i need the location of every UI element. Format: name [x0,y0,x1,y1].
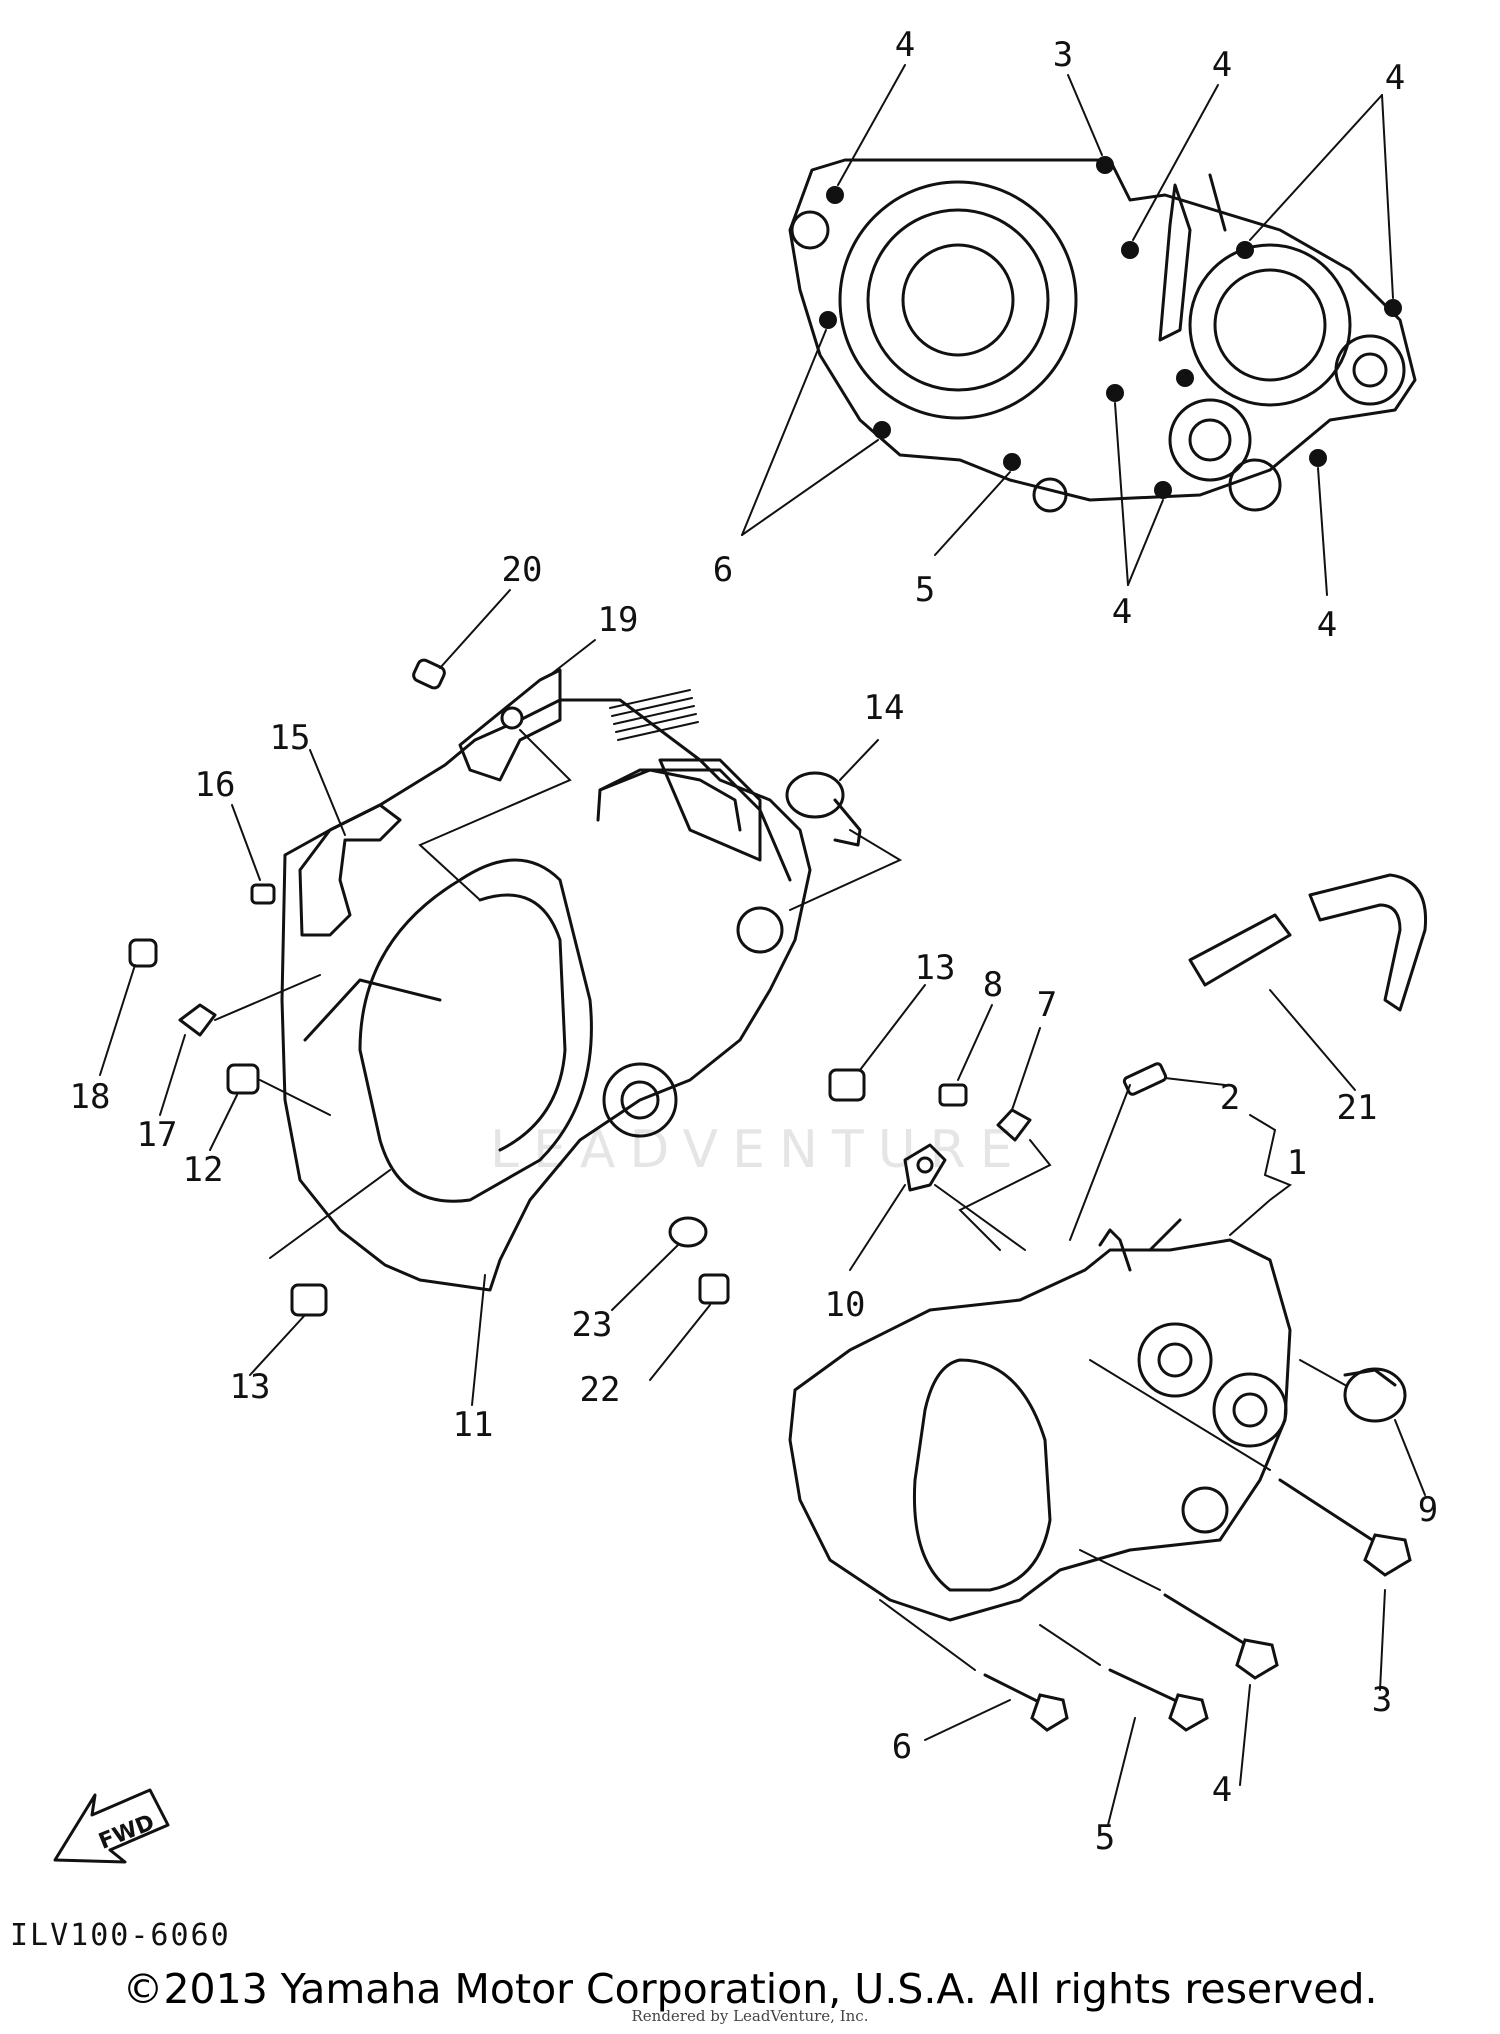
callout-18: 18 [69,1077,111,1117]
bolt-22 [649,1273,730,1381]
crankcase-inner-view [741,64,1417,596]
callout-5: 5 [1094,1818,1116,1858]
callout-4: 4 [894,25,916,65]
callout-4: 4 [1211,1770,1233,1810]
nipple-2 [1069,1062,1226,1241]
callout-20: 20 [501,550,543,590]
callout-13: 13 [914,948,956,988]
screw-8 [938,1004,993,1107]
washer-23 [611,1216,708,1311]
callout-15: 15 [269,718,311,758]
callout-4: 4 [1111,592,1133,632]
bolt-5 [1039,1624,1209,1826]
callout-7: 7 [1036,985,1058,1025]
clip-17 [159,974,321,1116]
callout-1: 1 [1286,1143,1308,1183]
callout-4: 4 [1316,605,1338,645]
callout-10: 10 [824,1285,866,1325]
bolt-3 [1089,1359,1412,1691]
callout-6: 6 [712,550,734,590]
callout-9: 9 [1417,1490,1439,1530]
bolt-4 [1079,1549,1279,1786]
callout-13: 13 [229,1367,271,1407]
gasket-15 [298,749,402,937]
callout-16: 16 [194,765,236,805]
callout-3: 3 [1371,1680,1393,1720]
leader-1 [1229,1114,1293,1236]
callout-14: 14 [863,688,905,728]
callout-5: 5 [914,570,936,610]
callout-4: 4 [1211,45,1233,85]
callout-17: 17 [136,1115,178,1155]
hose-21 [1188,873,1428,1091]
crankcase-left [280,689,812,1292]
callout-22: 22 [579,1370,621,1410]
copyright-notice: ©2013 Yamaha Motor Corporation, U.S.A. A… [122,1965,1378,2013]
plug-12 [209,1063,331,1151]
callout-23: 23 [571,1305,613,1345]
bracket-10 [849,1143,1026,1271]
cap-14 [785,739,903,911]
callout-8: 8 [982,965,1004,1005]
callout-12: 12 [182,1150,224,1190]
callout-11: 11 [452,1405,494,1445]
clip-7 [958,1027,1052,1251]
callout-19: 19 [597,600,639,640]
callout-21: 21 [1336,1088,1378,1128]
screw-16 [231,804,276,905]
leader-11 [471,1274,486,1406]
plate-19 [418,639,596,901]
watermark: LEADVENTURE [490,1120,1027,1180]
part-code: ILV100-6060 [10,1918,231,1953]
cap-9 [1299,1359,1426,1496]
crankcase-right [788,1218,1292,1622]
fwd-arrow [53,1788,170,1864]
bolt-6 [879,1599,1069,1741]
callout-4: 4 [1384,58,1406,98]
screw-20 [412,589,511,690]
dowel-13 [249,984,926,1376]
callout-3: 3 [1052,35,1074,75]
plug-18 [99,938,158,1076]
callout-2: 2 [1219,1078,1241,1118]
rendered-by-notice: Rendered by LeadVenture, Inc. [631,2007,869,2025]
callout-6: 6 [891,1727,913,1767]
